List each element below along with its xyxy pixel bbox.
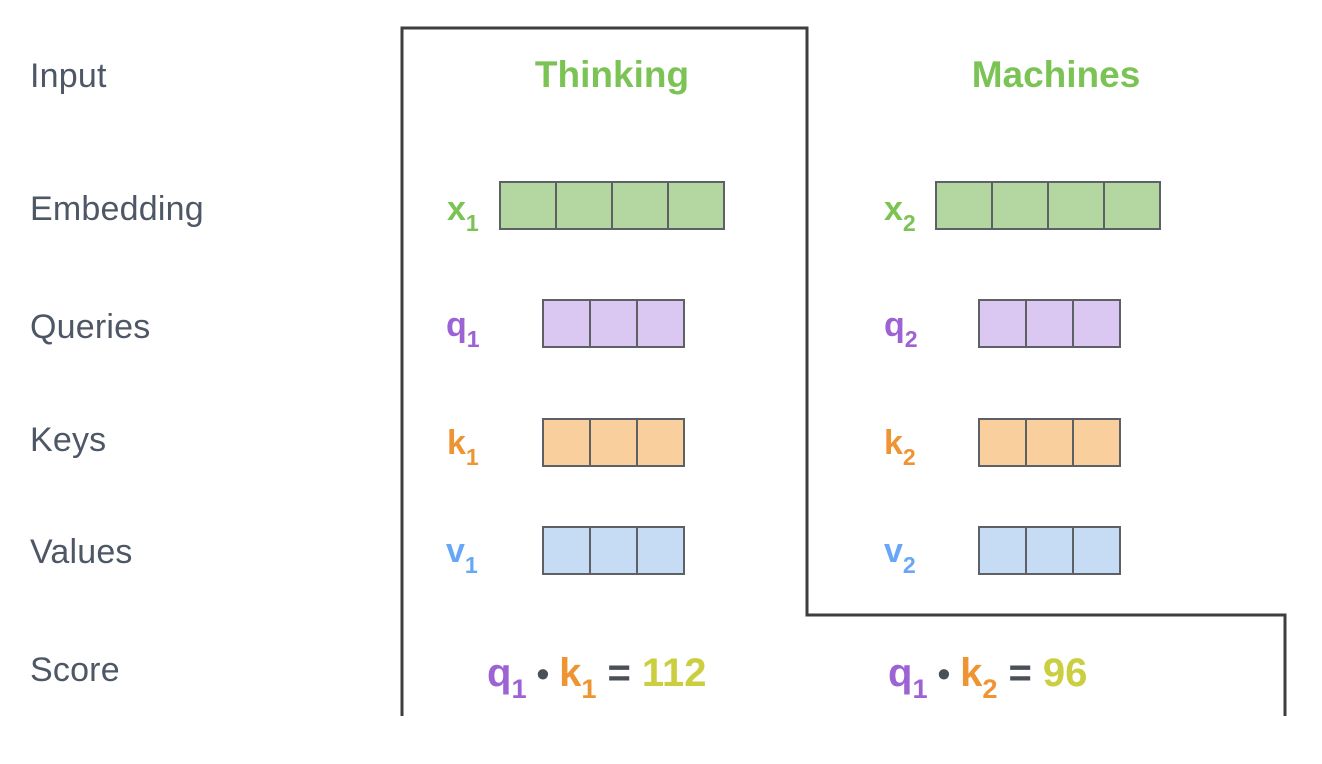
vector-label-k2: k2 [884, 424, 916, 470]
key-vector-k2 [978, 418, 1121, 467]
vector-cell [589, 418, 638, 467]
key-vector-k1 [542, 418, 685, 467]
score-q1-term: q1 [888, 651, 928, 705]
row-label-keys: Keys [30, 421, 107, 459]
row-label-input: Input [30, 57, 107, 95]
vector-label-x1: x1 [447, 190, 479, 236]
vector-cell [935, 181, 993, 230]
row-label-values: Values [30, 533, 133, 571]
equals-sign: = [607, 651, 631, 695]
vector-cell [542, 526, 591, 575]
vector-label-q2: q2 [884, 306, 918, 352]
score-q1-term: q1 [487, 651, 527, 705]
row-label-score: Score [30, 651, 120, 689]
vector-cell [499, 181, 557, 230]
vector-cell [555, 181, 613, 230]
vector-label-v2: v2 [884, 532, 916, 578]
vector-cell [667, 181, 725, 230]
vector-cell [978, 526, 1027, 575]
dot-product-icon: • [536, 653, 550, 694]
vector-cell [611, 181, 669, 230]
embedding-vector-x2 [935, 181, 1161, 230]
vector-label-k1: k1 [447, 424, 479, 470]
value-vector-v2 [978, 526, 1121, 575]
vector-cell [1025, 526, 1074, 575]
dot-product-icon: • [937, 653, 951, 694]
score-k2-term: k2 [960, 651, 998, 705]
score-value-112: 112 [641, 651, 707, 695]
token-header-machines: Machines [971, 54, 1141, 95]
vector-cell [978, 299, 1027, 348]
vector-label-q1: q1 [446, 306, 480, 352]
embedding-vector-x1 [499, 181, 725, 230]
vector-cell [978, 418, 1027, 467]
vector-cell [542, 418, 591, 467]
vector-cell [1072, 526, 1121, 575]
vector-cell [1072, 418, 1121, 467]
score-value-96: 96 [1042, 651, 1088, 695]
value-vector-v1 [542, 526, 685, 575]
token-header-thinking: Thinking [534, 54, 690, 95]
vector-cell [1072, 299, 1121, 348]
vector-cell [1025, 299, 1074, 348]
vector-cell [589, 299, 638, 348]
row-label-embedding: Embedding [30, 190, 204, 228]
equals-sign: = [1008, 651, 1032, 695]
query-vector-q1 [542, 299, 685, 348]
vector-cell [589, 526, 638, 575]
score-equation-q1k2: q1•k2=96 [888, 650, 1088, 705]
vector-cell [1047, 181, 1105, 230]
score-equation-q1k1: q1•k1=112 [487, 650, 707, 705]
vector-cell [636, 299, 685, 348]
query-vector-q2 [978, 299, 1121, 348]
vector-cell [636, 418, 685, 467]
vector-cell [1103, 181, 1161, 230]
vector-cell [1025, 418, 1074, 467]
score-k1-term: k1 [559, 651, 597, 705]
vector-label-v1: v1 [446, 532, 478, 578]
row-label-queries: Queries [30, 308, 151, 346]
vector-cell [636, 526, 685, 575]
vector-label-x2: x2 [884, 190, 916, 236]
vector-cell [542, 299, 591, 348]
vector-cell [991, 181, 1049, 230]
